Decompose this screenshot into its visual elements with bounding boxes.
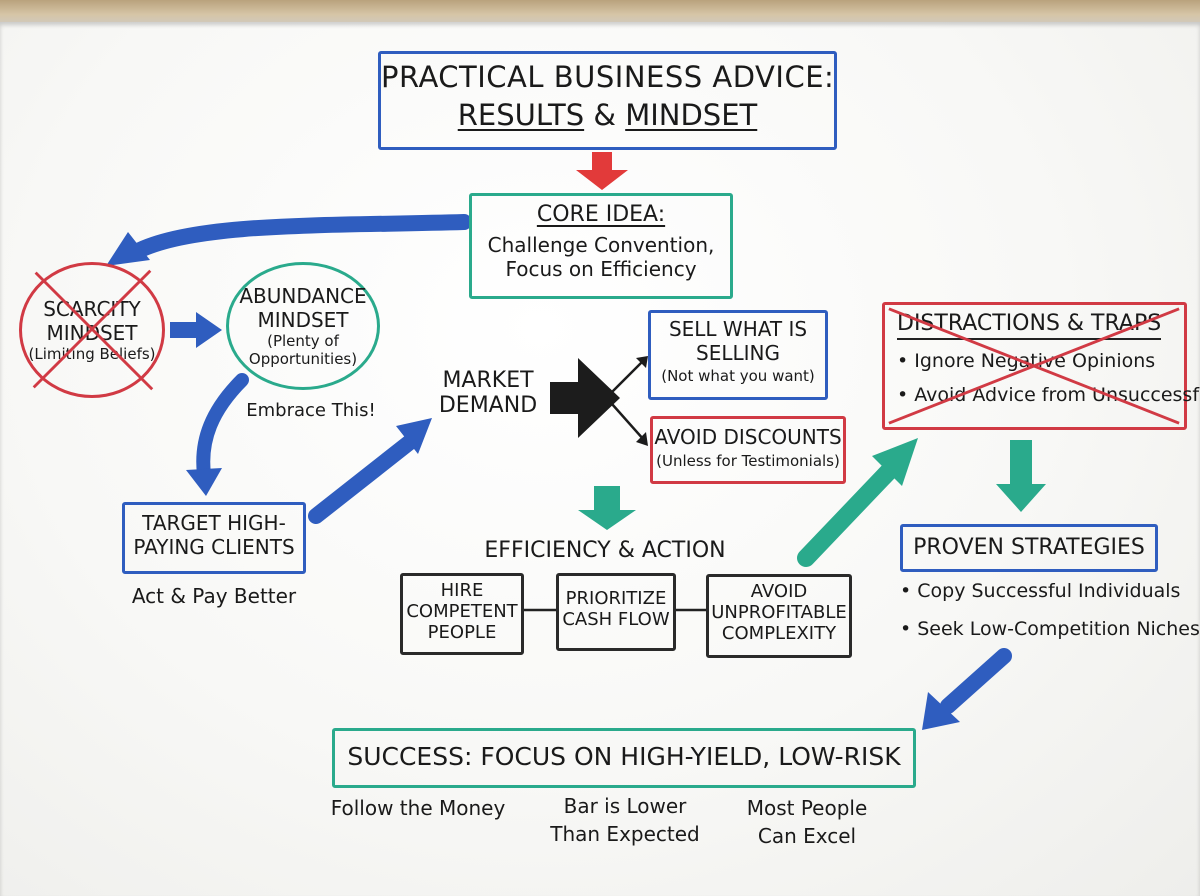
scarcity-line-1: SCARCITY bbox=[43, 297, 141, 321]
arrow-proven-to-success bbox=[940, 648, 1012, 714]
proven-strategies-box: PROVEN STRATEGIES bbox=[900, 524, 1158, 572]
arrow-distractions-to-proven bbox=[996, 440, 1046, 512]
arrow-abundance-to-target-head bbox=[186, 468, 222, 496]
arrow-title-to-core bbox=[576, 152, 628, 190]
abundance-line-1: ABUNDANCE bbox=[239, 284, 367, 308]
sell-line-1: SELL WHAT IS bbox=[668, 317, 808, 341]
arrow-abundance-to-target bbox=[196, 373, 249, 481]
hire-line-2: COMPETENT bbox=[406, 601, 518, 622]
market-line-2: DEMAND bbox=[438, 393, 538, 418]
success-note-3-line-2: Can Excel bbox=[757, 824, 857, 848]
title-line-1: PRACTICAL BUSINESS ADVICE: bbox=[381, 60, 835, 94]
avoid-complexity-box: AVOID UNPROFITABLE COMPLEXITY bbox=[706, 574, 852, 658]
success-note-2-line-1: Bar is Lower bbox=[563, 794, 687, 818]
abundance-line-3: (Plenty of bbox=[267, 332, 339, 350]
arrow-market-split bbox=[550, 358, 620, 438]
title-box: PRACTICAL BUSINESS ADVICE: RESULTS & MIN… bbox=[378, 51, 837, 150]
prioritize-cash-box: PRIORITIZE CASH FLOW bbox=[556, 573, 676, 651]
distractions-item-1: • Ignore Negative Opinions bbox=[897, 350, 1156, 372]
success-box: SUCCESS: FOCUS ON HIGH-YIELD, LOW-RISK bbox=[332, 728, 916, 788]
arrow-efficiency-to-distractions-head bbox=[872, 438, 918, 486]
abundance-line-2: MINDSET bbox=[257, 308, 349, 332]
success-note-1: Follow the Money bbox=[330, 796, 506, 820]
abundance-caption: Embrace This! bbox=[246, 400, 376, 421]
core-idea-line-1: Challenge Convention, bbox=[487, 233, 715, 257]
proven-item-1: • Copy Successful Individuals bbox=[900, 580, 1181, 602]
hire-line-1: HIRE bbox=[440, 580, 484, 601]
hire-line-3: PEOPLE bbox=[427, 622, 497, 643]
target-line-1: TARGET HIGH- bbox=[142, 511, 286, 535]
cash-line-2: CASH FLOW bbox=[562, 609, 670, 630]
arrow-to-discounts-head bbox=[636, 432, 648, 446]
success-note-3: Most People Can Excel bbox=[732, 796, 882, 848]
proven-heading: PROVEN STRATEGIES bbox=[913, 535, 1145, 560]
title-mindset: MINDSET bbox=[625, 98, 758, 132]
target-line-2: PAYING CLIENTS bbox=[133, 535, 295, 559]
sell-line-2: SELLING bbox=[696, 341, 780, 365]
scarcity-line-2: MINDSET bbox=[46, 321, 138, 345]
arrow-target-to-market bbox=[308, 434, 418, 524]
avoid-discounts-box: AVOID DISCOUNTS (Unless for Testimonials… bbox=[650, 416, 846, 484]
market-demand-label: MARKET DEMAND bbox=[430, 368, 546, 418]
core-idea-box: CORE IDEA: Challenge Convention, Focus o… bbox=[469, 193, 733, 299]
scarcity-line-3: (Limiting Beliefs) bbox=[28, 345, 156, 363]
core-idea-line-2: Focus on Efficiency bbox=[505, 257, 697, 281]
core-idea-heading: CORE IDEA: bbox=[536, 202, 666, 227]
sell-what-is-selling-box: SELL WHAT IS SELLING (Not what you want) bbox=[648, 310, 828, 400]
scarcity-mindset-circle: SCARCITY MINDSET (Limiting Beliefs) bbox=[19, 262, 165, 398]
arrow-target-to-market-head bbox=[396, 418, 432, 454]
distractions-heading: DISTRACTIONS & TRAPS bbox=[897, 311, 1162, 340]
sell-line-3: (Not what you want) bbox=[661, 367, 815, 385]
avoid-line-2: UNPROFITABLE bbox=[711, 602, 847, 623]
success-note-3-line-1: Most People bbox=[746, 796, 868, 820]
arrow-to-sell bbox=[611, 359, 645, 393]
target-caption: Act & Pay Better bbox=[131, 584, 297, 608]
success-note-2: Bar is Lower Than Expected bbox=[540, 794, 710, 846]
success-note-2-line-2: Than Expected bbox=[550, 822, 700, 846]
title-ampersand: & bbox=[593, 98, 616, 132]
arrow-to-efficiency bbox=[578, 486, 636, 530]
efficiency-heading: EFFICIENCY & ACTION bbox=[484, 538, 726, 563]
arrow-efficiency-to-distractions bbox=[797, 461, 899, 567]
arrow-core-to-scarcity-head bbox=[106, 232, 150, 266]
arrow-to-sell-head bbox=[636, 356, 648, 368]
arrow-scarcity-to-abundance bbox=[170, 312, 222, 348]
arrow-core-to-scarcity bbox=[132, 214, 472, 258]
hire-competent-box: HIRE COMPETENT PEOPLE bbox=[400, 573, 524, 655]
cash-line-1: PRIORITIZE bbox=[565, 588, 667, 609]
distractions-box: DISTRACTIONS & TRAPS • Ignore Negative O… bbox=[882, 302, 1200, 430]
title-results: RESULTS bbox=[457, 98, 585, 132]
abundance-mindset-circle: ABUNDANCE MINDSET (Plenty of Opportuniti… bbox=[226, 262, 380, 390]
proven-item-2: • Seek Low-Competition Niches bbox=[900, 618, 1200, 640]
discounts-line-2: (Unless for Testimonials) bbox=[656, 452, 840, 470]
discounts-line-1: AVOID DISCOUNTS bbox=[654, 425, 842, 449]
arrow-proven-to-success-head bbox=[922, 692, 960, 730]
abundance-line-4: Opportunities) bbox=[248, 350, 358, 368]
whiteboard-frame bbox=[0, 0, 1200, 26]
distractions-item-2: • Avoid Advice from Unsuccessful bbox=[897, 384, 1200, 406]
title-line-2: RESULTS & MINDSET bbox=[381, 98, 834, 132]
avoid-line-1: AVOID bbox=[750, 581, 808, 602]
success-heading: SUCCESS: FOCUS ON HIGH-YIELD, LOW-RISK bbox=[347, 742, 901, 771]
market-line-1: MARKET bbox=[442, 368, 534, 393]
arrow-to-discounts bbox=[611, 403, 645, 441]
target-clients-box: TARGET HIGH- PAYING CLIENTS bbox=[122, 502, 306, 574]
avoid-line-3: COMPLEXITY bbox=[721, 623, 837, 644]
